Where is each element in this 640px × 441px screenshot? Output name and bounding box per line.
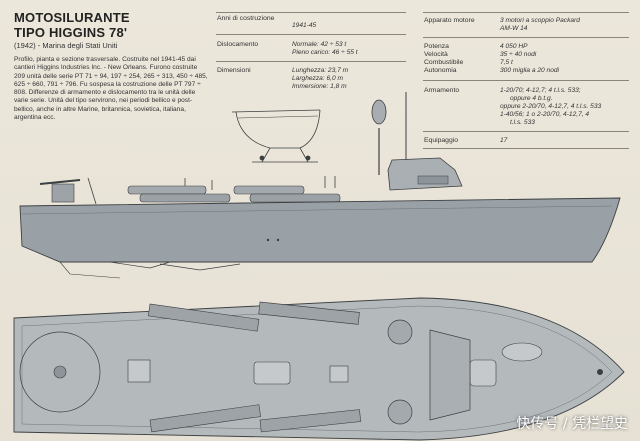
spec-label-equipaggio: Equipaggio — [424, 137, 459, 144]
title-line-2: TIPO HIGGINS 78' — [14, 25, 128, 40]
spec-rule-2 — [216, 61, 406, 62]
watermark: 快传号 / 凭栏望史 — [516, 416, 628, 432]
spec-label-potenza: Potenza — [424, 43, 449, 50]
cross-section-drawing — [231, 109, 321, 163]
spec-rule-top-right — [423, 12, 629, 13]
spec-rule-3 — [423, 37, 629, 38]
spec-value-autonomia: 300 miglia a 20 nodi — [500, 67, 560, 74]
subtitle: (1942) - Marina degli Stati Uniti — [14, 41, 118, 50]
spec-label-anni: Anni di costruzione — [217, 15, 275, 22]
spec-value-armamento-2: oppure 4 b.t.g. — [510, 95, 553, 102]
spec-value-dimensioni-3: Immersione: 1,8 m — [292, 83, 347, 90]
spec-value-armamento-1: 1-20/70; 4-12,7; 4 t.l.s. 533; — [500, 87, 581, 94]
spec-value-velocita: 35 ÷ 40 nodi — [500, 51, 537, 58]
spec-value-equipaggio: 17 — [500, 137, 508, 144]
spec-value-dislocamento-1: Normale: 42 ÷ 53 t — [292, 41, 347, 48]
spec-value-dislocamento-2: Pieno carico: 46 ÷ 55 t — [292, 49, 358, 56]
spec-label-motore: Apparato motore — [424, 17, 475, 24]
spec-label-combustibile: Combustibile — [424, 59, 464, 66]
spec-rule-6 — [423, 148, 629, 149]
spec-value-potenza: 4 050 HP — [500, 43, 528, 50]
spec-label-velocita: Velocità — [424, 51, 448, 58]
spec-value-armamento-4: 1-40/56; 1 o 2-20/70, 4-12,7, 4 — [500, 111, 590, 118]
profile-view-drawing — [19, 92, 621, 279]
spec-value-anni: 1941-45 — [292, 22, 317, 29]
spec-label-dislocamento: Dislocamento — [217, 41, 259, 48]
spec-label-armamento: Armamento — [424, 87, 460, 94]
spec-value-dimensioni-2: Larghezza: 6,0 m — [292, 75, 343, 82]
spec-value-dimensioni-1: Lunghezza: 23,7 m — [292, 67, 349, 74]
spec-value-armamento-5: t.l.s. 533 — [510, 119, 535, 126]
spec-value-combustibile: 7,5 t — [500, 59, 513, 66]
page-title: MOTOSILURANTE TIPO HIGGINS 78' — [14, 10, 130, 40]
spec-rule-1 — [216, 34, 406, 35]
spec-value-motore-1: 3 motori a scoppio Packard — [500, 17, 580, 24]
spec-value-motore-2: AM-W 14 — [500, 25, 528, 32]
spec-label-dimensioni: Dimensioni — [217, 67, 251, 74]
spec-rule-top-left — [216, 12, 406, 13]
title-line-1: MOTOSILURANTE — [14, 10, 130, 25]
spec-rule-5 — [423, 131, 629, 132]
spec-label-autonomia: Autonomia — [424, 67, 457, 74]
spec-value-armamento-3: oppure 2-20/70, 4-12,7, 4 t.l.s. 533 — [500, 103, 602, 110]
spec-rule-4 — [423, 80, 629, 81]
description-text: Profilo, pianta e sezione trasversale. C… — [14, 56, 208, 122]
plan-view-drawing — [13, 297, 625, 441]
